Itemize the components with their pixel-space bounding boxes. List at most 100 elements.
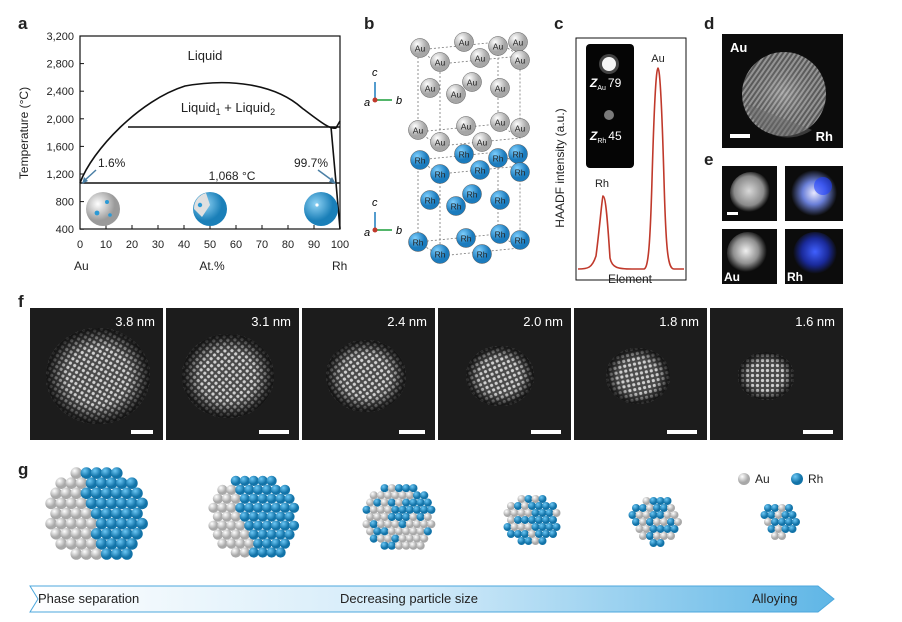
atom-label: Au (513, 38, 524, 48)
atom-label: Au (467, 78, 478, 88)
atom-label: Rh (467, 190, 478, 200)
panel-e-scale-bar (727, 212, 738, 215)
xtick-label: 30 (152, 239, 164, 251)
axes-icon-top: c a b (364, 67, 402, 109)
atom-label: Au (413, 126, 424, 136)
right-arrow-head (329, 177, 336, 184)
scale-bar (399, 430, 425, 434)
atom-label: Au (495, 84, 506, 94)
atom-label: Au (451, 90, 462, 100)
particle-model (208, 475, 300, 558)
rh-atom (430, 244, 450, 264)
atom-label: Rh (475, 166, 486, 176)
atom-label: Rh (495, 196, 506, 206)
atom-label: Au (493, 42, 504, 52)
size-label: 2.0 nm (523, 314, 563, 329)
rh-atom (490, 224, 510, 244)
peak-au-label: Au (651, 53, 664, 65)
atom-label: Rh (435, 250, 446, 260)
panel-d-scale-bar (730, 134, 750, 138)
atom-label: Au (435, 58, 446, 68)
atom-label: Rh (477, 250, 488, 260)
au-atom (420, 78, 440, 98)
arrow-label-right: Alloying (752, 591, 798, 606)
xtick-label: 80 (282, 239, 294, 251)
rh-atom (408, 232, 428, 252)
atom-label: Rh (435, 170, 446, 180)
left-arrow-head (82, 177, 88, 184)
arrow-label-middle: Decreasing particle size (340, 591, 479, 606)
panel-label-g: g (18, 460, 29, 479)
au-atom (408, 120, 428, 140)
tem-image: 3.8 nm (30, 308, 163, 440)
svg-text:c: c (372, 197, 378, 209)
panel-d-au-label: Au (730, 40, 748, 55)
atom-label: Rh (413, 238, 424, 248)
ytick-label: 2,400 (46, 86, 74, 98)
au-atom (488, 36, 508, 56)
size-label: 1.6 nm (795, 314, 835, 329)
au-atom (446, 84, 466, 104)
legend-au-label: Au (755, 472, 770, 486)
au-rich-particle-icon (85, 191, 121, 227)
scale-bar (667, 430, 697, 434)
rh-atom (420, 190, 440, 210)
haadf-ylabel: HAADF intensity (a.u.) (553, 108, 567, 227)
legend-au-icon (738, 473, 750, 485)
panel-label-a: a (18, 14, 28, 33)
atom-label: Au (515, 124, 526, 134)
au-atom (472, 132, 492, 152)
tem-image: 1.8 nm (574, 308, 707, 440)
phase-ylabel: Temperature (°C) (17, 87, 31, 179)
rh-atom (456, 228, 476, 248)
atom-label: Au (495, 118, 506, 128)
atom-label: Rh (493, 154, 504, 164)
rh-atom (454, 144, 474, 164)
au-spot-icon (602, 57, 616, 71)
scale-bar (803, 430, 833, 434)
ytick-label: 2,000 (46, 114, 74, 126)
panel-d-haadf-image: Au Rh (722, 34, 843, 148)
size-label: 2.4 nm (387, 314, 427, 329)
au-atom (510, 50, 530, 70)
svg-text:b: b (396, 95, 402, 107)
panel-label-f: f (18, 292, 24, 311)
au-atom (470, 48, 490, 68)
panel-d-rh-label: Rh (815, 129, 833, 144)
scale-bar (259, 430, 289, 434)
x-left-end: Au (74, 259, 89, 273)
ytick-label: 2,800 (46, 59, 74, 71)
x-right-end: Rh (332, 259, 347, 273)
xtick-label: 60 (230, 239, 242, 251)
arrow-label-left: Phase separation (38, 591, 140, 606)
ytick-label: 800 (56, 197, 74, 209)
rh-atom (490, 190, 510, 210)
rh-atom (510, 162, 530, 182)
phase-plot-frame (79, 35, 341, 230)
legend-rh-icon (791, 473, 803, 485)
panel-e-rh-label: Rh (787, 270, 803, 284)
region-two-liquid: Liquid1 + Liquid2 (181, 100, 275, 117)
xtick-label: 70 (256, 239, 268, 251)
au-atom (510, 118, 530, 138)
rh-atom (446, 196, 466, 216)
panel-e-au-label: Au (724, 270, 740, 284)
tem-image: 2.0 nm (438, 308, 571, 440)
atom-label: Au (461, 122, 472, 132)
liquidus-curve (79, 81, 341, 184)
au-atom (430, 52, 450, 72)
au-atom (430, 132, 450, 152)
atom-label: Au (459, 38, 470, 48)
svg-text:a: a (364, 97, 370, 109)
xtick-label: 40 (178, 239, 190, 251)
atom-label: Au (477, 138, 488, 148)
xtick-label: 90 (308, 239, 320, 251)
ytick-label: 1,600 (46, 141, 74, 153)
panel-e-overlay-map (785, 166, 843, 221)
eutectic-temp: 1,068 °C (209, 169, 256, 183)
atom-label: Rh (515, 236, 526, 246)
atom-label: Rh (459, 150, 470, 160)
